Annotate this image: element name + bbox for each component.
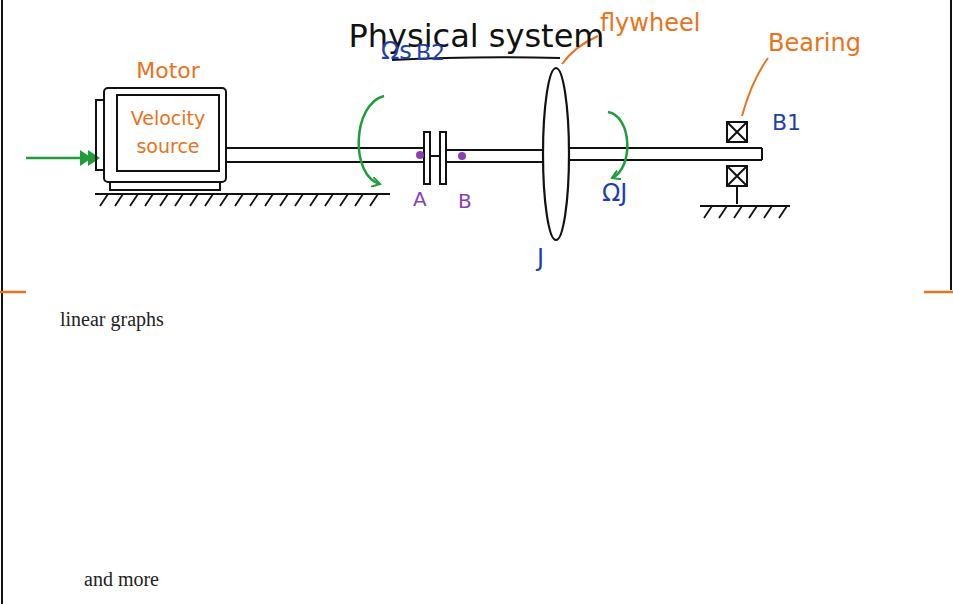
damper-label: B1 <box>772 110 801 135</box>
flywheel-disk <box>543 68 569 240</box>
point-label: A <box>413 188 427 211</box>
part-name: Bearing <box>768 30 861 58</box>
angular-velocity: ΩJ <box>602 180 627 208</box>
separator <box>924 291 953 294</box>
leader-line <box>742 58 768 116</box>
angular-velocity: Ωs <box>381 38 412 66</box>
node-text: Velocity source <box>122 105 214 160</box>
motor-housing <box>96 88 226 190</box>
node-heading: Motor <box>116 58 220 84</box>
rotation-arrow <box>608 112 627 178</box>
shaft <box>569 148 762 160</box>
ground-hatch <box>95 194 390 206</box>
point-dot <box>416 151 424 159</box>
shaft <box>446 150 544 162</box>
motor-block: MotorVelocity source <box>116 58 220 172</box>
inertia-label: J <box>537 245 544 273</box>
rotation-arrow <box>359 96 384 184</box>
separator <box>0 291 26 294</box>
frame-line <box>950 0 952 290</box>
point-dot <box>458 152 466 160</box>
input-arrow <box>26 150 100 166</box>
damper-label: B2 <box>416 40 445 65</box>
frame-line <box>1 0 3 604</box>
part-name: flywheel <box>600 10 700 38</box>
point-label: B <box>458 190 472 213</box>
ground-hatch <box>700 206 790 218</box>
section-note: and more <box>84 568 159 591</box>
section-note: linear graphs <box>60 308 164 331</box>
shaft <box>226 148 424 162</box>
coupling <box>424 132 446 184</box>
bearing-symbol <box>727 122 747 204</box>
motor-inner-box: Velocity source <box>116 94 220 172</box>
